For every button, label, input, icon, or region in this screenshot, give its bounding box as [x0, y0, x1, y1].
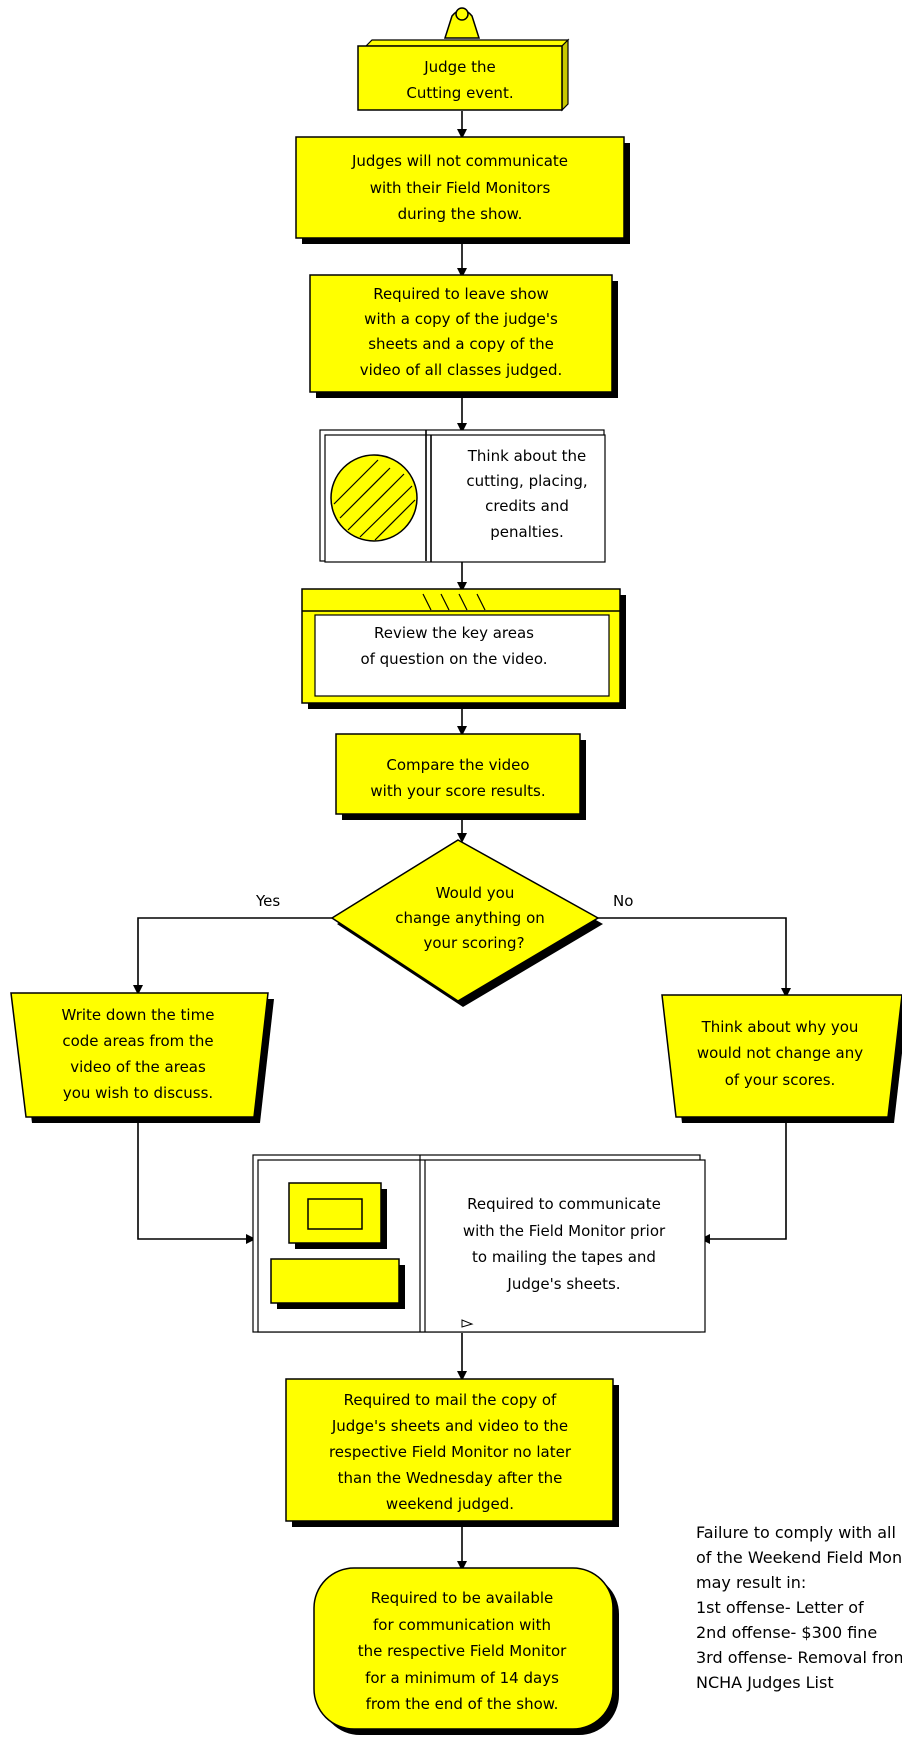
- node-line: you wish to discuss.: [63, 1084, 213, 1102]
- write-down-node: Write down the time code areas from the …: [10, 992, 274, 1123]
- connectors: [133, 111, 791, 1571]
- note-line: may result in:: [696, 1573, 806, 1592]
- node-line: sheets and a copy of the: [368, 335, 554, 353]
- node-line: with their Field Monitors: [370, 179, 551, 197]
- node-line: than the Wednesday after the: [338, 1469, 563, 1487]
- node-line: video of the areas: [70, 1058, 206, 1076]
- compare-node: Compare the video with your score result…: [335, 733, 586, 820]
- node-line: with your score results.: [370, 782, 545, 800]
- node-line: your scoring?: [423, 934, 524, 952]
- note-line: Failure to comply with all: [696, 1523, 896, 1542]
- node-line: of your scores.: [725, 1071, 836, 1089]
- decision-node: Would you change anything on your scorin…: [330, 839, 603, 1007]
- node-line: for communication with: [373, 1616, 551, 1634]
- start-person-icon: [443, 7, 481, 39]
- note-line: NCHA Judges List: [696, 1673, 834, 1692]
- note-line: of the Weekend Field Monitor: [696, 1548, 902, 1567]
- think-cutting-node: Think about the cutting, placing, credit…: [319, 429, 606, 563]
- no-branch-label: No: [613, 892, 633, 910]
- node-line: credits and: [485, 497, 569, 515]
- node-line: cutting, placing,: [466, 472, 587, 490]
- node-line: would not change any: [697, 1044, 863, 1062]
- node-line: Think about why you: [701, 1018, 859, 1036]
- leave-copy-node: Required to leave show with a copy of th…: [309, 274, 618, 398]
- node-line: Judges will not communicate: [351, 152, 568, 170]
- node-line: code areas from the: [62, 1032, 213, 1050]
- node-line: for a minimum of 14 days: [365, 1669, 559, 1687]
- yes-branch-label: Yes: [255, 892, 280, 910]
- node-line: Required to be available: [371, 1589, 554, 1607]
- judge-event-node: Judge the Cutting event.: [357, 38, 570, 112]
- mail-node: Required to mail the copy of Judge's she…: [285, 1378, 619, 1527]
- note-line: 1st offense- Letter of: [696, 1598, 864, 1617]
- note-line: 3rd offense- Removal from: [696, 1648, 902, 1667]
- node-line: Required to communicate: [467, 1195, 661, 1213]
- node-line: Think about the: [467, 447, 586, 465]
- node-line: Review the key areas: [374, 624, 534, 642]
- node-line: Cutting event.: [406, 84, 513, 102]
- node-line: Required to leave show: [373, 285, 549, 303]
- node-line: Compare the video: [386, 756, 529, 774]
- hatched-circle-icon: [330, 454, 418, 542]
- node-line: respective Field Monitor no later: [329, 1443, 572, 1461]
- note-line: 2nd offense- $300 fine: [696, 1623, 877, 1642]
- node-line: Required to mail the copy of: [344, 1391, 557, 1409]
- node-line: Write down the time: [62, 1006, 215, 1024]
- node-line: video of all classes judged.: [360, 361, 563, 379]
- node-line: with a copy of the judge's: [364, 310, 558, 328]
- review-node: Review the key areas of question on the …: [301, 588, 626, 709]
- node-line: Judge the: [423, 58, 496, 76]
- node-line: Judge's sheets and video to the: [331, 1417, 568, 1435]
- node-line: with the Field Monitor prior: [463, 1222, 666, 1240]
- node-line: penalties.: [490, 523, 563, 541]
- communicate-node: Required to communicate with the Field M…: [252, 1154, 706, 1333]
- think-why-node: Think about why you would not change any…: [661, 994, 902, 1123]
- node-line: to mailing the tapes and: [472, 1248, 656, 1266]
- node-line: change anything on: [395, 909, 545, 927]
- available-node: Required to be available for communicati…: [313, 1567, 619, 1735]
- no-communicate-node: Judges will not communicate with their F…: [295, 136, 630, 244]
- node-line: Would you: [436, 884, 515, 902]
- computer-icon: [270, 1182, 405, 1309]
- failure-note: Failure to comply with all of the Weeken…: [696, 1523, 902, 1692]
- node-line: weekend judged.: [386, 1495, 514, 1513]
- node-line: of question on the video.: [360, 650, 547, 668]
- node-line: from the end of the show.: [366, 1695, 559, 1713]
- node-line: Judge's sheets.: [506, 1275, 620, 1293]
- node-line: the respective Field Monitor: [358, 1642, 567, 1660]
- hatch-header-icon: [422, 593, 486, 611]
- node-line: during the show.: [398, 205, 523, 223]
